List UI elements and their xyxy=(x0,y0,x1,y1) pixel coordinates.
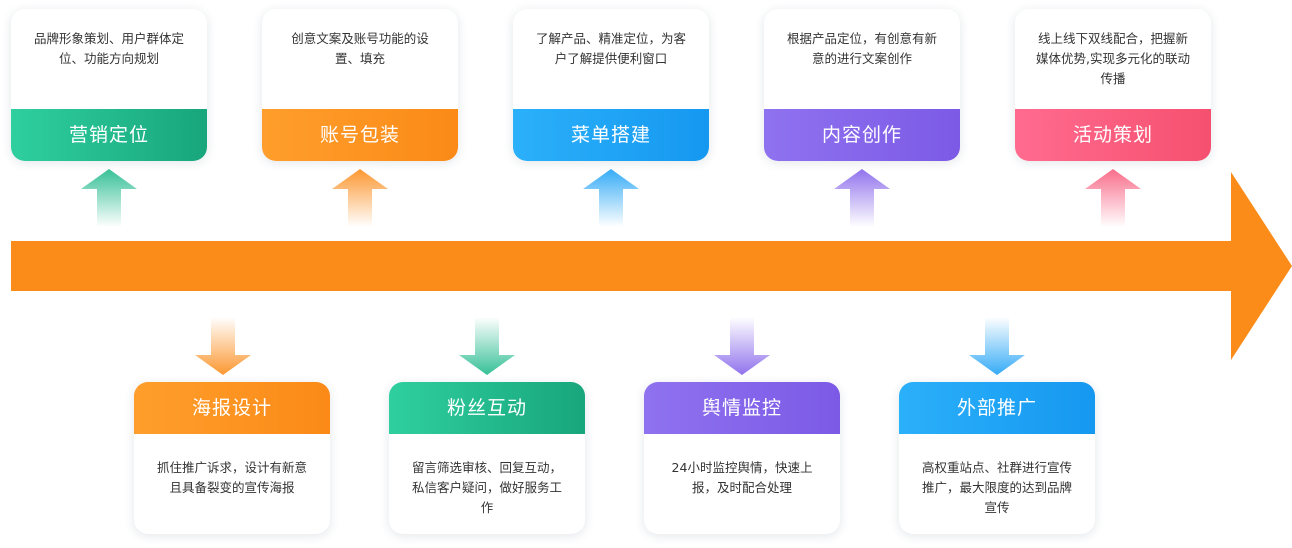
down-arrow-icon xyxy=(969,317,1025,375)
stage-card-sentiment-monitoring: 舆情监控 24小时监控舆情，快速上报，及时配合处理 xyxy=(644,382,840,534)
stage-title: 粉丝互动 xyxy=(389,382,585,434)
stage-description: 高权重站点、社群进行宣传推广，最大限度的达到品牌宣传 xyxy=(921,460,1072,515)
stage-card-poster-design: 海报设计 抓住推广诉求，设计有新意且具备裂变的宣传海报 xyxy=(134,382,330,534)
stage-description: 创意文案及账号功能的设置、填充 xyxy=(291,31,429,66)
down-arrow-icon xyxy=(459,317,515,375)
stage-title: 舆情监控 xyxy=(644,382,840,434)
stage-card-menu-building: 了解产品、精准定位，为客户了解提供便利窗口 菜单搭建 xyxy=(513,9,709,161)
down-arrow-icon xyxy=(195,317,251,375)
down-arrow-icon xyxy=(714,317,770,375)
stage-card-event-planning: 线上线下双线配合，把握新媒体优势,实现多元化的联动传播 活动策划 xyxy=(1015,9,1211,161)
stage-description: 品牌形象策划、用户群体定位、功能方向规划 xyxy=(33,31,184,66)
stage-description: 了解产品、精准定位，为客户了解提供便利窗口 xyxy=(535,31,686,66)
stage-title: 海报设计 xyxy=(134,382,330,434)
stage-description: 抓住推广诉求，设计有新意且具备裂变的宣传海报 xyxy=(156,460,307,495)
stage-title: 菜单搭建 xyxy=(513,109,709,161)
up-arrow-icon xyxy=(332,169,388,227)
stage-title: 外部推广 xyxy=(899,382,1095,434)
stage-title: 账号包装 xyxy=(262,109,458,161)
stage-title: 内容创作 xyxy=(764,109,960,161)
stage-description: 24小时监控舆情，快速上报，及时配合处理 xyxy=(671,460,813,495)
stage-card-fan-interaction: 粉丝互动 留言筛选审核、回复互动，私信客户疑问，做好服务工作 xyxy=(389,382,585,534)
stage-description: 根据产品定位，有创意有新意的进行文案创作 xyxy=(786,31,937,66)
up-arrow-icon xyxy=(81,169,137,227)
stage-card-marketing-positioning: 品牌形象策划、用户群体定位、功能方向规划 营销定位 xyxy=(11,9,207,161)
stage-description: 留言筛选审核、回复互动，私信客户疑问，做好服务工作 xyxy=(411,460,562,515)
up-arrow-icon xyxy=(1085,169,1141,227)
stage-card-content-creation: 根据产品定位，有创意有新意的进行文案创作 内容创作 xyxy=(764,9,960,161)
stage-card-account-packaging: 创意文案及账号功能的设置、填充 账号包装 xyxy=(262,9,458,161)
up-arrow-icon xyxy=(583,169,639,227)
stage-title: 营销定位 xyxy=(11,109,207,161)
stage-description: 线上线下双线配合，把握新媒体优势,实现多元化的联动传播 xyxy=(1036,31,1190,86)
up-arrow-icon xyxy=(834,169,890,227)
stage-title: 活动策划 xyxy=(1015,109,1211,161)
stage-card-external-promotion: 外部推广 高权重站点、社群进行宣传推广，最大限度的达到品牌宣传 xyxy=(899,382,1095,534)
